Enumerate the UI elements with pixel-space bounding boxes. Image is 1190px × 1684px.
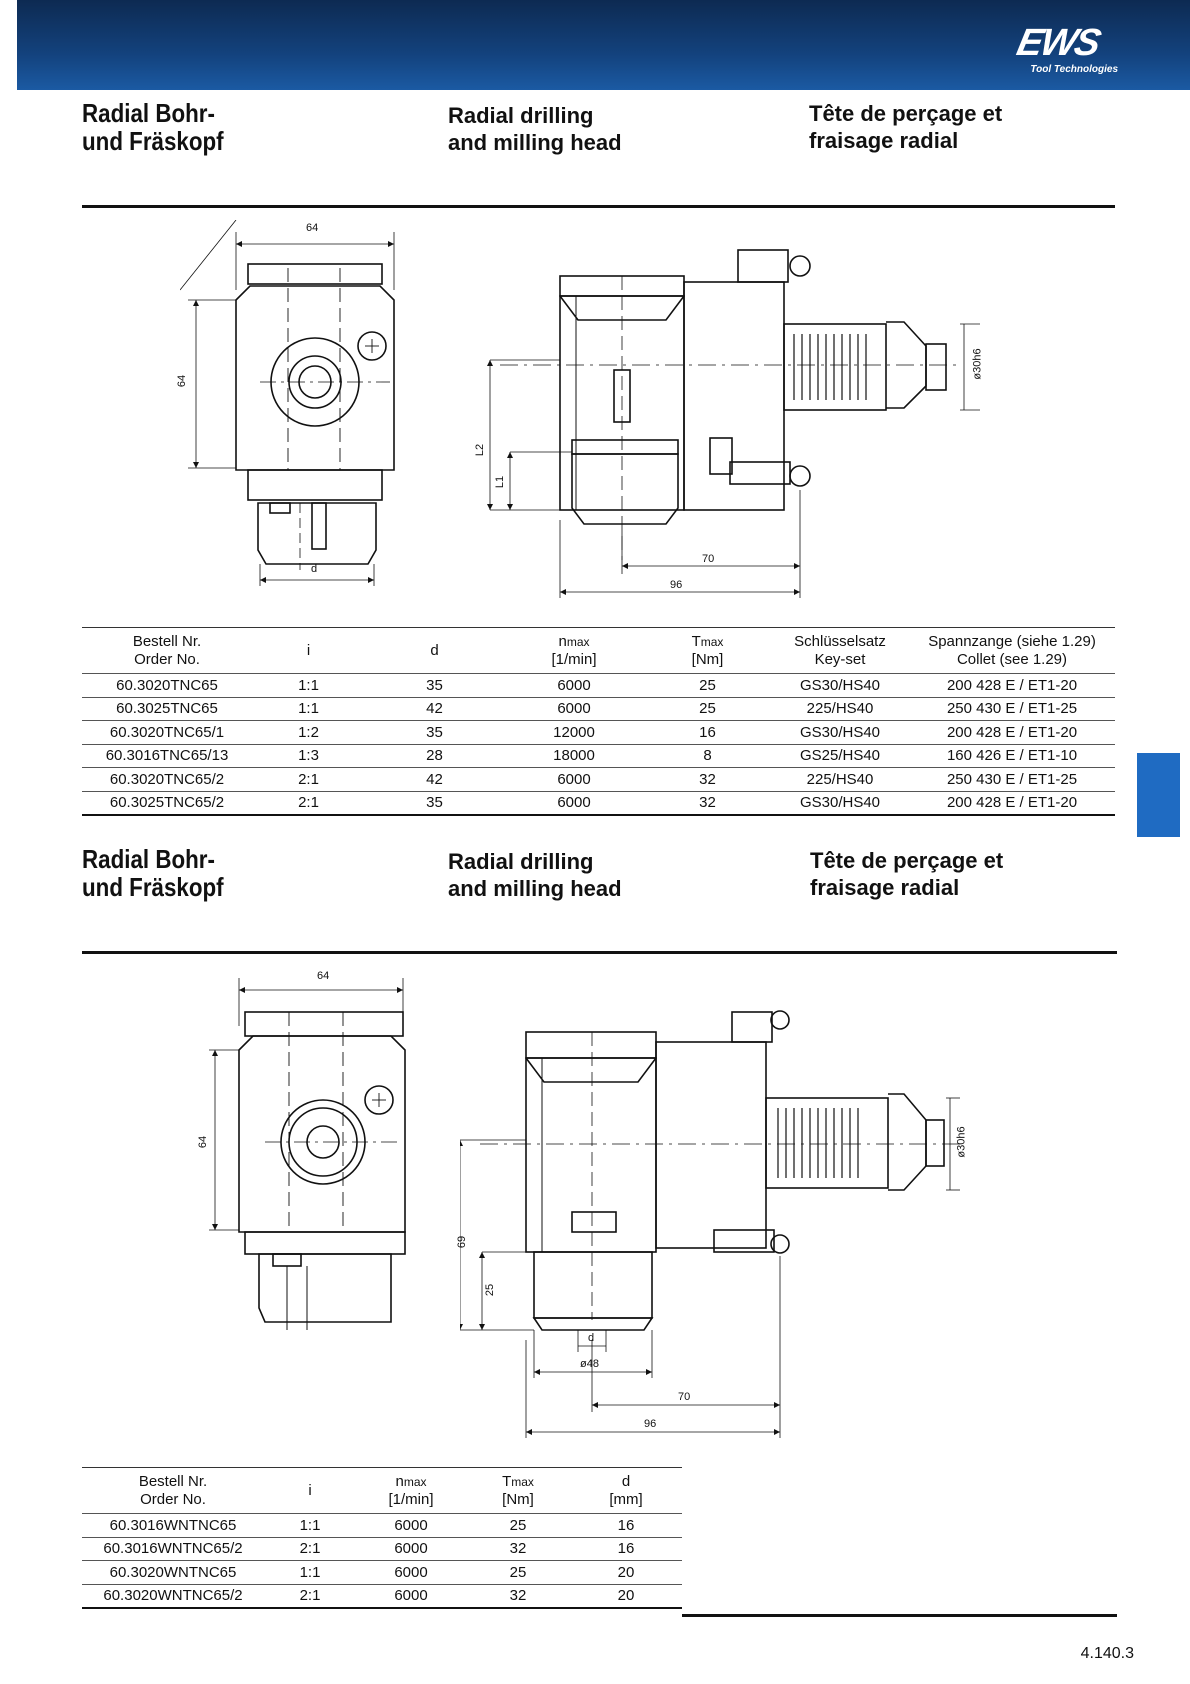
side-70-label: 70 <box>702 553 715 565</box>
section2-spec-table: Bestell Nr.Order No. i nmax[1/min] Tmax[… <box>82 1467 682 1609</box>
header-bar: EWS Tool Technologies <box>17 0 1190 90</box>
col-ratio-header: i <box>252 627 365 674</box>
col-d-header-2: d[mm] <box>570 1467 682 1514</box>
col-order-no-header-2: Bestell Nr.Order No. <box>82 1467 264 1514</box>
side-d48-label: ø48 <box>580 1358 599 1370</box>
section2-title-fr-line2: fraisage radial <box>810 875 960 900</box>
side-96-label-2: 96 <box>644 1418 657 1430</box>
col-tmax-header: Tmax[Nm] <box>644 627 771 674</box>
side-l1-label: L1 <box>494 475 507 489</box>
section2-side-view-drawing: 69 25 d ø48 70 96 ø30h6 <box>456 990 1020 1440</box>
section2-title-de-line2: und Fräskopf <box>82 872 224 902</box>
chapter-tab-marker <box>1137 753 1180 837</box>
col-tmax-header-2: Tmax[Nm] <box>466 1467 570 1514</box>
section2-title-en: Radial drilling and milling head <box>448 848 622 902</box>
logo-sub-text: Tool Technologies <box>1030 64 1118 75</box>
section1-spec-table: Bestell Nr.Order No. i d nmax[1/min] Tma… <box>82 627 1115 816</box>
section2-title-de-line1: Radial Bohr- <box>82 844 215 874</box>
front-width-label: 64 <box>306 222 319 234</box>
section1-title-en: Radial drilling and milling head <box>448 102 622 156</box>
side-d-label: d <box>588 1332 595 1344</box>
front-d-label: d <box>311 563 318 575</box>
section1-title-en-line1: Radial drilling <box>448 103 594 128</box>
page-number: 4.140.3 <box>1080 1645 1134 1662</box>
section2-top-rule <box>82 951 1117 954</box>
bottom-rule <box>682 1614 1117 1617</box>
col-nmax-header: nmax[1/min] <box>504 627 644 674</box>
section1-title-fr-line1: Tête de perçage et <box>809 101 1003 126</box>
section1-title-de-line2: und Fräskopf <box>82 126 224 156</box>
section1-title-de: Radial Bohr- und Fräskopf <box>82 99 224 155</box>
front-height-label-2: 64 <box>197 1135 210 1149</box>
side-shank-label: ø30h6 <box>971 348 984 380</box>
side-70-label-2: 70 <box>678 1391 691 1403</box>
col-ratio-header-2: i <box>264 1467 356 1514</box>
section2-title-de: Radial Bohr- und Fräskopf <box>82 845 224 901</box>
col-collet-header: Spannzange (siehe 1.29)Collet (see 1.29) <box>909 627 1115 674</box>
section1-title-en-line2: and milling head <box>448 130 622 155</box>
side-l2-label: L2 <box>474 443 487 457</box>
section2-title-fr-line1: Tête de perçage et <box>810 848 1004 873</box>
side-96-label: 96 <box>670 579 683 591</box>
side-25-label: 25 <box>484 1283 497 1297</box>
col-order-no-header: Bestell Nr.Order No. <box>82 627 252 674</box>
section2-title-fr: Tête de perçage et fraisage radial <box>810 847 1003 901</box>
section1-top-rule <box>82 205 1115 208</box>
logo-main-text: EWS <box>1013 22 1103 64</box>
section2-front-view-drawing: 64 64 <box>195 968 425 1338</box>
side-shank-label-2: ø30h6 <box>955 1126 968 1158</box>
section2-title-en-line2: and milling head <box>448 876 622 901</box>
section1-side-view-drawing: L2 L1 70 96 ø30h6 <box>474 240 1020 610</box>
section2-title-en-line1: Radial drilling <box>448 849 594 874</box>
ews-logo: EWS Tool Technologies <box>998 22 1118 78</box>
section1-front-view-drawing: 64 64 d <box>176 220 420 595</box>
col-d-header: d <box>365 627 504 674</box>
col-nmax-header-2: nmax[1/min] <box>356 1467 466 1514</box>
front-height-label: 64 <box>176 374 189 388</box>
front-width-label-2: 64 <box>317 970 330 982</box>
section1-title-fr: Tête de perçage et fraisage radial <box>809 100 1002 154</box>
section1-title-fr-line2: fraisage radial <box>809 128 959 153</box>
section1-title-de-line1: Radial Bohr- <box>82 98 215 128</box>
side-69-label: 69 <box>456 1235 469 1249</box>
